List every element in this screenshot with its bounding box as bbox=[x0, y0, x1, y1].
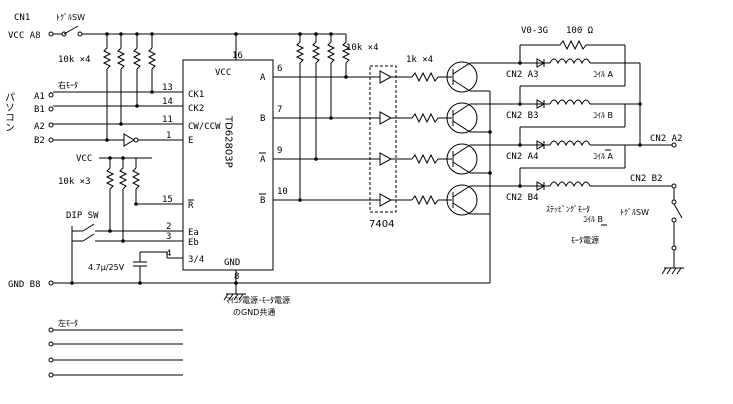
vcc-terminal bbox=[48, 31, 54, 37]
td62803p-chip: VCC GND TD62803P CK1 CK2 CW/CCW E R Ea E… bbox=[182, 59, 274, 271]
pin-number-6: 6 bbox=[277, 64, 282, 74]
pin-eb: Eb bbox=[188, 238, 199, 248]
a1-label: A1 bbox=[34, 92, 45, 102]
gnd-b8-label: GND B8 bbox=[8, 280, 41, 290]
pin-number-8: 8 bbox=[234, 272, 239, 282]
pin-number-9: 9 bbox=[277, 146, 282, 156]
pin-r: R bbox=[188, 201, 194, 211]
vcc-a8-label: VCC A8 bbox=[8, 31, 41, 41]
transistor-3 bbox=[446, 143, 490, 175]
pin-number-15: 15 bbox=[162, 195, 173, 205]
pin-number-3: 3 bbox=[166, 232, 171, 242]
pin-number-16: 16 bbox=[232, 51, 243, 61]
cn2-a2-label: CN2 A2 bbox=[650, 134, 683, 144]
resistor-1k-x4-label: 1k ×4 bbox=[406, 55, 433, 65]
pin-number-1: 1 bbox=[166, 131, 171, 141]
resistor-10k-x4-mid-label: 10k ×4 bbox=[346, 43, 379, 53]
emitter-bus bbox=[488, 91, 492, 214]
pin-ck1: CK1 bbox=[188, 90, 204, 100]
toggle-switch-right-symbol bbox=[661, 188, 684, 275]
pin-cwccw: CW/CCW bbox=[188, 122, 221, 132]
pullup-resistors-lower bbox=[99, 156, 183, 231]
pin-number-11: 11 bbox=[162, 115, 173, 125]
left-motor-lines bbox=[48, 327, 183, 378]
pin-number-4: 4 bbox=[166, 249, 171, 259]
pin-out-b: B bbox=[260, 114, 265, 124]
motor-power-label: ﾓｰﾀ電源 bbox=[571, 236, 599, 245]
dip-switch-symbol bbox=[71, 217, 183, 283]
pc-input-lines: A1 B1 A2 B2 bbox=[34, 90, 183, 147]
chip-gnd-label: GND bbox=[224, 258, 240, 268]
coil-b-bar-label: ｺｲﾙ B bbox=[583, 215, 603, 224]
coil-row-b3: CN2 B3 ｺｲﾙ B bbox=[490, 85, 625, 121]
diode-v03g-label: V0-3G bbox=[521, 26, 548, 36]
chip-vcc-label: VCC bbox=[215, 68, 231, 78]
b2-label: B2 bbox=[34, 136, 45, 146]
pullup-resistors-left bbox=[102, 32, 157, 140]
toggle-switch-label-right: ﾄｸﾞﾙSW bbox=[620, 208, 649, 217]
coil-row-a4: CN2 A4 ｺｲﾙ A bbox=[490, 126, 625, 162]
capacitor-symbol bbox=[133, 251, 183, 283]
pin-e: E bbox=[188, 136, 193, 146]
coil-row-b4: CN2 B4 ｽﾃｯﾋﾟﾝｸﾞﾓｰﾀ ｺｲﾙ B bbox=[490, 167, 625, 226]
base-resistors bbox=[411, 71, 452, 206]
pin-ea: Ea bbox=[188, 228, 199, 238]
right-motor-label: 右ﾓｰﾀ bbox=[58, 80, 78, 90]
resistor-10k-x3-label: 10k ×3 bbox=[58, 177, 91, 187]
transistor-1 bbox=[446, 61, 490, 93]
b1-label: B1 bbox=[34, 105, 45, 115]
pin-number-2: 2 bbox=[166, 222, 171, 232]
pin-ck2: CK2 bbox=[188, 104, 204, 114]
chip-pin-numbers: 16 13 14 11 1 15 2 3 4 8 6 7 9 10 bbox=[162, 51, 288, 282]
coil-a-label: ｺｲﾙ A bbox=[593, 70, 614, 79]
gnd-common-note-1: ﾏｲｺﾝ電源･ﾓｰﾀ電源 bbox=[226, 296, 290, 305]
pullup-resistors-mid bbox=[234, 32, 380, 202]
pc-label-vertical: パソコン bbox=[3, 92, 15, 132]
buffer-7404-block bbox=[369, 65, 412, 213]
cn2-a3-label: CN2 A3 bbox=[506, 70, 539, 80]
ground-bus bbox=[48, 212, 491, 301]
toggle-switch-label-top: ﾄｸﾞﾙSW bbox=[56, 13, 85, 22]
cn2-b3-label: CN2 B3 bbox=[506, 111, 539, 121]
cn2-b2-label: CN2 B2 bbox=[630, 174, 663, 184]
stepping-motor-label: ｽﾃｯﾋﾟﾝｸﾞﾓｰﾀ bbox=[546, 205, 590, 214]
vcc-label-lower: VCC bbox=[76, 154, 92, 164]
pin-number-10: 10 bbox=[277, 187, 288, 197]
pin-number-13: 13 bbox=[162, 83, 173, 93]
coil-row-a3: CN2 A3 ｺｲﾙ A bbox=[490, 39, 625, 80]
a2-label: A2 bbox=[34, 122, 45, 132]
pin-out-b-bar: B bbox=[260, 196, 265, 206]
coil-a-bar-label: ｺｲﾙ A bbox=[593, 152, 614, 161]
dip-switch-label: DIP SW bbox=[66, 211, 99, 221]
transistor-2 bbox=[446, 102, 490, 134]
motor-power-bus bbox=[624, 45, 677, 189]
chip-name: TD62803P bbox=[223, 115, 234, 168]
cn2-b4-label: CN2 B4 bbox=[506, 193, 539, 203]
capacitor-label: 4.7μ/25V bbox=[88, 263, 125, 272]
left-motor-label: 左ﾓｰﾀ bbox=[58, 318, 78, 328]
pin-number-7: 7 bbox=[277, 105, 282, 115]
resistor-10k-x4-left-label: 10k ×4 bbox=[58, 55, 91, 65]
pin-out-a-bar: A bbox=[260, 155, 266, 165]
coil-b-label: ｺｲﾙ B bbox=[593, 111, 613, 120]
resistor-100-label: 100 Ω bbox=[566, 26, 594, 36]
gnd-common-note-2: のGND共通 bbox=[233, 307, 275, 317]
pin-3-4: 3/4 bbox=[188, 255, 204, 265]
cn1-label: CN1 bbox=[14, 13, 30, 23]
pin-number-14: 14 bbox=[162, 97, 173, 107]
buffer-7404-label: 7404 bbox=[369, 219, 394, 230]
cn2-a4-label: CN2 A4 bbox=[506, 152, 539, 162]
transistor-4 bbox=[446, 184, 490, 216]
pin-out-a: A bbox=[260, 73, 266, 83]
